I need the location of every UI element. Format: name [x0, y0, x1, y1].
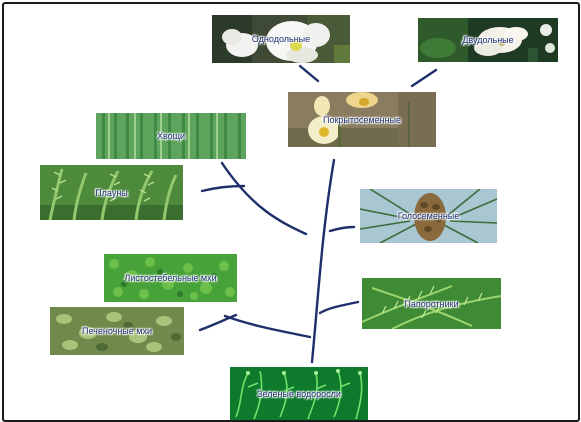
- node-golosemennye: Голосеменные: [360, 189, 497, 243]
- node-dvudolnye: Двудольные: [418, 18, 558, 62]
- branch-to-mkhi: [225, 316, 310, 337]
- node-label: Зеленые водоросли: [230, 389, 368, 399]
- trunk-branch: [312, 160, 334, 362]
- node-odnodolnye: Однодольные: [212, 15, 350, 63]
- node-listostebelnye: Листостебельные мхи: [104, 254, 237, 302]
- node-pechenochnye: Печеночные мхи: [50, 307, 184, 355]
- node-khvoshchi: Хвощи: [96, 113, 246, 159]
- node-pokrytosemennye: Покрытосеменные: [288, 92, 436, 147]
- branch-to-khvoshchi-plauny: [222, 163, 306, 234]
- branch-to-paporotniki: [320, 302, 358, 313]
- node-label: Двудольные: [418, 35, 558, 45]
- node-paporotniki: Папоротники: [362, 278, 501, 329]
- branch-to-odnodolnye: [300, 66, 318, 81]
- branch-to-plauny: [202, 186, 244, 191]
- node-label: Листостебельные мхи: [104, 273, 237, 283]
- node-label: Плауны: [40, 188, 183, 198]
- node-label: Однодольные: [212, 34, 350, 44]
- node-zelenye: Зеленые водоросли: [230, 367, 368, 420]
- node-label: Папоротники: [362, 299, 501, 309]
- branch-to-pechenochnye: [200, 315, 236, 330]
- node-label: Покрытосеменные: [288, 115, 436, 125]
- branch-to-golosemennye: [330, 227, 354, 231]
- node-label: Голосеменные: [360, 211, 497, 221]
- node-plauny: Плауны: [40, 165, 183, 220]
- node-label: Хвощи: [96, 131, 246, 141]
- branch-to-dvudolnye: [412, 70, 436, 86]
- node-label: Печеночные мхи: [50, 326, 184, 336]
